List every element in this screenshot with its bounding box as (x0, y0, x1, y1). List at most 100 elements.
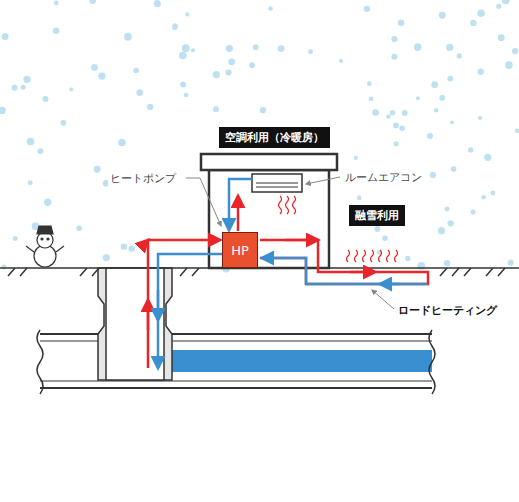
snowflake (308, 49, 313, 54)
snowflake (431, 81, 438, 88)
snowflake (76, 225, 81, 230)
snowflake (21, 85, 26, 90)
ground-hatch (92, 268, 99, 276)
snowflake (364, 6, 370, 12)
snowflake (124, 33, 132, 41)
ground-hatch (8, 268, 15, 276)
snowflake (478, 116, 482, 120)
snowflake (402, 110, 408, 116)
snowflake (249, 62, 255, 68)
ground-hatch (452, 268, 459, 276)
snowflake (191, 48, 195, 52)
snowflake (391, 36, 397, 42)
leader-lines (186, 177, 394, 309)
snowflake (154, 0, 161, 7)
snowflake (502, 0, 510, 4)
snowflake (438, 227, 445, 234)
snowflake (498, 34, 505, 41)
heat-pump-box: HP (222, 232, 258, 268)
snowflake (213, 106, 219, 112)
snowflake (94, 166, 101, 173)
snowflake (414, 43, 422, 51)
snowflake (180, 81, 186, 87)
snowflake (172, 23, 177, 28)
snowflake (98, 72, 105, 79)
manhole-shaft (98, 268, 172, 380)
snowflake (260, 107, 266, 113)
snowflake (427, 133, 433, 139)
snowflake (505, 61, 513, 69)
snowflakes (0, 0, 519, 272)
ground-hatch (20, 268, 27, 276)
snowflake (447, 76, 453, 82)
snowflake (54, 1, 59, 6)
building (201, 154, 337, 268)
snowflake (226, 45, 233, 52)
snowflake (399, 126, 405, 132)
snowflake (91, 64, 98, 71)
sewer-pipe (37, 330, 435, 394)
snowflake (434, 108, 438, 112)
snowflake (405, 256, 410, 261)
node-text: 空調利用（冷暖房） (225, 130, 324, 145)
snowflake (508, 260, 514, 266)
snowflake (268, 6, 273, 11)
snowflake (2, 33, 9, 40)
ground-hatch (80, 268, 87, 276)
snowflake (278, 45, 285, 52)
snowflake (369, 96, 374, 101)
snowflake (367, 81, 372, 86)
node-text: 融雪利用 (355, 208, 399, 223)
snowflake (28, 180, 33, 185)
snowflake (213, 71, 220, 78)
snowflake (481, 195, 486, 200)
snowflake (12, 85, 18, 91)
snowflake (339, 59, 343, 63)
snowflake (103, 254, 110, 261)
snowman (26, 226, 64, 267)
snowflake (445, 206, 450, 211)
heat-pipes (148, 179, 428, 368)
room-air-conditioner (252, 174, 302, 192)
callout-label: ルームエアコン (343, 170, 424, 185)
snowflake (468, 147, 473, 152)
snowflake (23, 76, 30, 83)
snowflake (457, 53, 462, 58)
snowflake (444, 260, 450, 266)
ground-hatch (486, 268, 493, 276)
node-text: HP (231, 243, 249, 258)
snowflake (390, 110, 395, 115)
snowflake (53, 28, 59, 34)
snowflake (470, 20, 476, 26)
snowflake (470, 209, 475, 214)
snowflake (357, 196, 362, 201)
snowflake (44, 199, 51, 206)
snowflake (42, 96, 48, 102)
snowflake (179, 52, 186, 59)
snowflake (484, 154, 491, 161)
ground-hatch (192, 268, 199, 276)
snowflake (182, 44, 190, 52)
snowflake (147, 104, 153, 110)
snowflake (496, 4, 501, 9)
callout-label: ロードヒーティング (396, 303, 499, 318)
snowflake (69, 87, 73, 91)
snowflake (447, 220, 453, 226)
snowflake (184, 93, 189, 98)
snowflake (512, 48, 518, 54)
snowflake (27, 138, 35, 146)
snowflake (394, 141, 399, 146)
snowflake (439, 12, 446, 19)
usage-label-box: 空調利用（冷暖房） (219, 127, 330, 148)
snowflake (451, 166, 457, 172)
snowflake (226, 69, 232, 75)
snowflake (382, 236, 387, 241)
snowflake (185, 12, 189, 16)
snowflake (478, 69, 484, 75)
snowflake (490, 191, 495, 196)
snowflake (1, 265, 6, 270)
snowflake (354, 156, 358, 160)
snowflake (515, 128, 519, 133)
snowflake (253, 44, 259, 50)
